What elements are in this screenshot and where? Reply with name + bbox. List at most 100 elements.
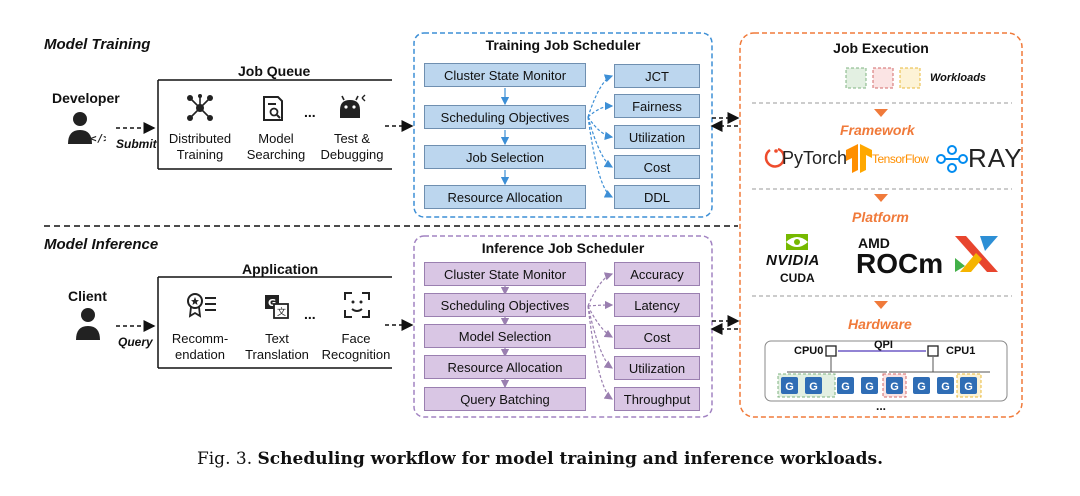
translate-icon: G 文 (264, 294, 290, 325)
distributed-network-icon (186, 94, 214, 127)
training-step-resource-allocation: Resource Allocation (424, 185, 586, 209)
inference-scheduler-title: Inference Job Scheduler (481, 240, 645, 256)
cpu1-label: CPU1 (946, 345, 976, 357)
framework-title: Framework (840, 122, 915, 138)
face-recognition-label: Face Recognition (321, 331, 391, 362)
training-scheduler-title: Training Job Scheduler (485, 37, 641, 53)
document-search-icon (262, 96, 286, 127)
inference-step-model-selection: Model Selection (424, 324, 586, 348)
gpu-chip-icon: G (886, 377, 903, 394)
gpu-label: G (917, 381, 926, 393)
client-icon (74, 306, 104, 345)
gpu-chip-icon: G (781, 377, 798, 394)
tensorflow-label: TensorFlow (872, 152, 929, 166)
training-objective-utilization: Utilization (614, 125, 700, 149)
android-debug-icon (336, 94, 366, 127)
face-recognition-icon (344, 292, 370, 323)
training-step-job-selection: Job Selection (424, 145, 586, 169)
model-training-title: Model Training (44, 36, 151, 53)
recommendation-label: Recomm- endation (171, 331, 229, 362)
gpu-label: G (809, 381, 818, 393)
amd-label: AMD (858, 235, 890, 251)
inference-objective-accuracy: Accuracy (614, 262, 700, 286)
workloads-label: Workloads (930, 72, 987, 84)
workload-yellow-icon (899, 67, 921, 89)
gpu-chip-icon: G (913, 377, 930, 394)
application-title: Application (242, 261, 319, 277)
cpu0-label: CPU0 (794, 345, 824, 357)
hardware-title: Hardware (848, 316, 912, 332)
training-objective-jct: JCT (614, 64, 700, 88)
gpu-label: G (785, 381, 794, 393)
down-triangle-icon (874, 194, 888, 202)
rocm-label: ROCm (856, 248, 944, 279)
qpi-label: QPI (874, 339, 893, 351)
down-triangle-icon (874, 109, 888, 117)
training-step-cluster-monitor: Cluster State Monitor (424, 63, 586, 87)
job-execution-panel (739, 32, 1023, 418)
recommendation-icon (186, 292, 218, 325)
caption-text: Scheduling workflow for model training a… (257, 449, 884, 469)
inference-objective-throughput: Throughput (614, 387, 700, 411)
nvidia-logo-icon (786, 234, 808, 250)
training-scheduler-panel (413, 32, 713, 218)
gpu-label: G (964, 381, 973, 393)
svg-text:G: G (268, 298, 276, 309)
workload-green-icon (845, 67, 867, 89)
model-searching-label: Model Searching (246, 131, 306, 162)
multicolor-x-logo-icon (955, 236, 998, 272)
inference-objective-cost: Cost (614, 325, 700, 349)
pytorch-label: PyTorch (782, 148, 848, 168)
nvidia-label: NVIDIA (766, 252, 820, 269)
figure-caption: Fig. 3. Scheduling workflow for model tr… (0, 449, 1080, 469)
gpu-chip-icon: G (937, 377, 954, 394)
job-execution-title: Job Execution (833, 40, 929, 56)
gpu-label: G (841, 381, 850, 393)
submit-label: Submit (116, 137, 157, 151)
gpu-label: G (865, 381, 874, 393)
training-objective-ddl: DDL (614, 185, 700, 209)
client-label: Client (68, 288, 107, 304)
inference-step-cluster-monitor: Cluster State Monitor (424, 262, 586, 286)
training-objective-fairness: Fairness (614, 94, 700, 118)
developer-label: Developer (52, 90, 120, 106)
job-queue-title: Job Queue (238, 63, 311, 79)
model-inference-title: Model Inference (44, 236, 159, 253)
distributed-training-label: Distributed Training (168, 131, 232, 162)
inference-step-resource-allocation: Resource Allocation (424, 355, 586, 379)
gpu-chip-icon: G (805, 377, 822, 394)
training-objective-cost: Cost (614, 155, 700, 179)
app-ellipsis: ... (304, 306, 316, 322)
training-step-objectives: Scheduling Objectives (424, 105, 586, 129)
down-triangle-icon (874, 301, 888, 309)
inference-step-objectives: Scheduling Objectives (424, 293, 586, 317)
inference-objective-latency: Latency (614, 293, 700, 317)
platform-title: Platform (852, 209, 909, 225)
developer-icon: </> (66, 110, 110, 151)
ray-logo-icon (936, 145, 968, 173)
inference-objective-utilization: Utilization (614, 356, 700, 380)
gpu-label: G (941, 381, 950, 393)
gpu-chip-icon: G (837, 377, 854, 394)
svg-text:文: 文 (277, 306, 286, 318)
gpu-label: G (890, 381, 899, 393)
inference-step-query-batching: Query Batching (424, 387, 586, 411)
cpu-chip-icon (825, 345, 837, 357)
inference-scheduler-panel (413, 235, 713, 418)
query-label: Query (118, 335, 153, 349)
pytorch-logo-icon (764, 147, 786, 168)
svg-text:</>: </> (90, 132, 106, 145)
gpu-chip-icon: G (861, 377, 878, 394)
hardware-ellipsis: ... (876, 399, 887, 413)
workload-red-icon (872, 67, 894, 89)
caption-prefix: Fig. 3. (196, 449, 253, 469)
cuda-label: CUDA (780, 271, 815, 285)
text-translation-label: Text Translation (245, 331, 309, 362)
ray-label: RAY (968, 143, 1023, 173)
tensorflow-logo-icon (846, 144, 872, 173)
gpu-chip-icon: G (960, 377, 977, 394)
cpu-chip-icon (927, 345, 939, 357)
queue-ellipsis: ... (304, 104, 316, 120)
test-debugging-label: Test & Debugging (320, 131, 384, 162)
